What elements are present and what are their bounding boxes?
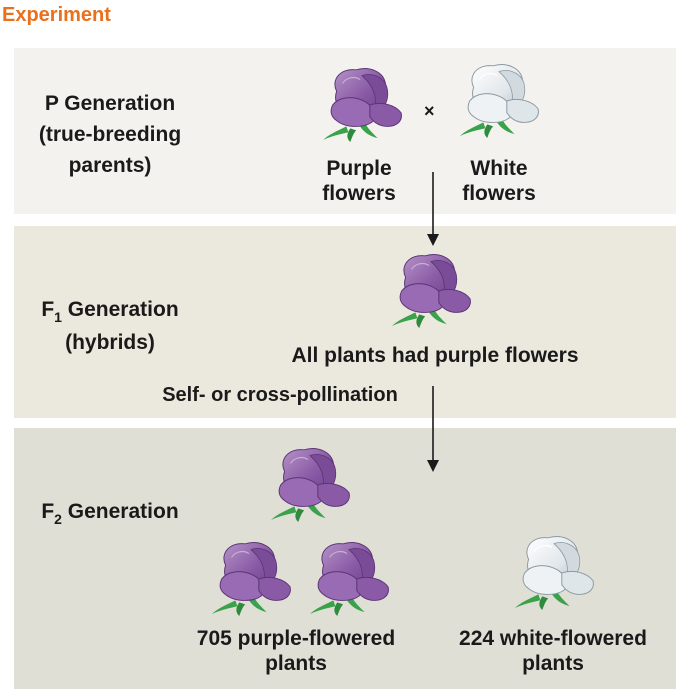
f1-label-prefix: F [41,298,55,321]
parent2-line-2: flowers [462,182,536,205]
f1-label-subscript: 1 [54,309,62,325]
white-flower-icon [508,530,600,612]
p-label-line-2: (true-breeding [38,123,182,146]
purple-flower-icon [385,248,477,330]
f2-label-suffix: Generation [61,500,179,523]
f2-label-subscript: 2 [54,511,62,527]
f2-white-line-1: 224 white-flowered [459,627,647,650]
f1-label-line-2: (hybrids) [65,331,155,354]
f2-white-line-2: plants [522,652,584,675]
parent1-line-1: Purple [326,157,392,180]
purple-flower-icon [316,62,408,144]
f1-result: All plants had purple flowers [291,344,579,367]
purple-flower-icon [303,536,395,618]
parent2-line-1: White [470,157,528,180]
f1-generation-label: F1 Generation (hybrids) [28,294,192,358]
f2-purple-line-1: 705 purple-flowered [196,627,396,650]
cross-symbol: × [424,101,435,121]
p-label-line-3: parents) [68,154,152,177]
f1-generation-panel [14,226,676,418]
p-label-line-1: P Generation [44,92,176,115]
parent1-label: Purple flowers [300,156,418,206]
parent2-label: White flowers [442,156,556,206]
f1-label-suffix: Generation [61,298,179,321]
purple-flower-icon [264,442,356,524]
experiment-title: Experiment [2,4,111,26]
f2-label-prefix: F [41,500,55,523]
parent1-line-2: flowers [322,182,396,205]
pollination-label: Self- or cross-pollination [162,384,398,406]
purple-flower-icon [205,536,297,618]
p-generation-label: P Generation (true-breeding parents) [28,88,192,181]
f2-purple-count: 705 purple-flowered plants [176,626,416,676]
f2-purple-line-2: plants [265,652,327,675]
f2-white-count: 224 white-flowered plants [436,626,670,676]
f2-generation-label: F2 Generation [28,496,192,529]
white-flower-icon [453,58,545,140]
